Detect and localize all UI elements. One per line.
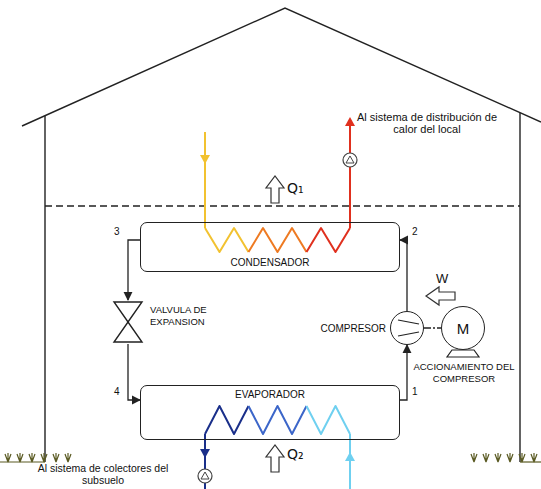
heat-arrow [266,445,284,472]
floor-line [45,205,520,206]
flow-arrow [200,449,210,458]
evaporator-coil [205,406,249,434]
pump-symbol [346,156,354,163]
evaporator-coil [249,406,307,434]
component-name: COMPRESOR [320,323,386,334]
condenser-box: CONDENSADOR [140,222,400,272]
state-number: 3 [114,226,120,237]
work-arrow [426,287,455,305]
compressor-symbol [398,332,419,336]
compressor-circle: COMPRESOR [390,311,424,345]
pipe-note: Al sistema de distribución de calor del … [352,111,502,135]
motor-letter: M [457,320,470,337]
state-number: 4 [114,386,120,397]
condenser-coil [205,228,249,252]
house-wall [519,113,520,462]
refrigerant-line [128,344,140,400]
heat-arrow [266,176,284,203]
flow-arrow [345,452,355,461]
house-roof [22,8,541,126]
refrigerant-line [128,240,140,300]
inlet-pipe [349,434,351,489]
heat-label: Q₁ [287,180,304,196]
state-number: 2 [412,226,418,237]
inlet-pipe [204,132,206,228]
refrigerant-line [400,345,407,400]
house-wall [44,116,45,462]
refrigerant-line [400,240,407,311]
valve-shape [112,300,144,344]
component-name: EVAPORADOR [235,389,305,400]
evaporator-coil [307,406,351,434]
outlet-pipe [349,122,351,228]
heat-label: Q₂ [287,446,304,462]
evaporator-box: EVAPORADOR [140,385,400,440]
flow-arrow [345,117,355,126]
condenser-coil [307,228,351,252]
component-name: CONDENSADOR [231,257,310,268]
component-name: VALVULA DE EXPANSION [150,304,224,328]
component-name: ACCIONAMIENTO DEL COMPRESOR [409,361,519,385]
state-number: 1 [412,386,418,397]
drive-shaft [424,327,441,328]
pipe-note: Al sistema de colectores del subsuelo [28,463,178,486]
work-label: W [436,271,448,286]
expansion-valve: VALVULA DE EXPANSION [112,300,144,344]
compressor-symbol [398,320,419,324]
condenser-coil [249,228,307,252]
motor-base [447,350,479,357]
pump-symbol [201,472,209,479]
flow-arrow [200,155,210,164]
motor-circle: MACCIONAMIENTO DEL COMPRESOR [441,306,485,350]
pump-symbol [198,469,212,483]
pump-symbol [343,153,357,167]
